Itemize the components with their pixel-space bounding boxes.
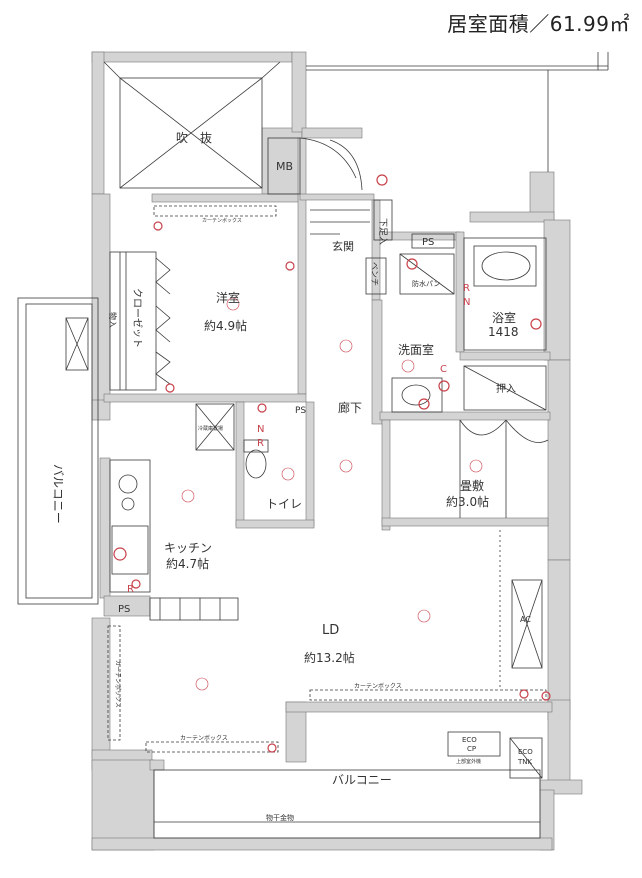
waterproof-pan-label: 防水パン xyxy=(412,279,440,288)
curtain-box-label-4: カーテンボックス xyxy=(114,660,122,708)
svg-text:N: N xyxy=(257,424,264,435)
ps-kitchen-label: PS xyxy=(118,604,130,615)
ps-hall-label: PS xyxy=(295,406,306,416)
eco-note: 上部室外機 xyxy=(456,758,481,765)
shoe-box-label: 下足入 xyxy=(377,218,388,245)
entrance-label: 玄関 xyxy=(332,239,354,253)
fridge-label: 冷蔵庫置場 xyxy=(198,425,223,432)
eco-tnk-line1: ECO xyxy=(518,748,533,756)
tatami-label: 畳敷 xyxy=(460,478,484,493)
tatami-size: 約3.0帖 xyxy=(446,494,489,509)
ceiling-lights xyxy=(181,297,483,691)
western-room-size: 約4.9帖 xyxy=(204,318,247,333)
bath-size: 1418 xyxy=(488,325,519,339)
kitchen-size: 約4.7帖 xyxy=(166,556,209,571)
curtain-box-label-3: カーテンボックス xyxy=(180,734,228,742)
walls xyxy=(91,51,583,851)
atrium-label: 吹 抜 xyxy=(176,131,212,145)
electrical-marks xyxy=(113,174,551,753)
eco-cp-line2: CP xyxy=(467,745,476,753)
ld-size: 約13.2帖 xyxy=(304,650,355,665)
floor-area-label: 居室面積／61.99㎡ xyxy=(447,12,630,36)
balcony-bottom-label: バルコニー xyxy=(332,773,392,787)
closet-label: クローゼット xyxy=(131,288,143,348)
ac-label: AC xyxy=(520,615,531,624)
kitchen-label: キッチン xyxy=(164,541,212,555)
ld-label: LD xyxy=(322,623,339,638)
svg-text:R: R xyxy=(463,283,470,294)
svg-text:N: N xyxy=(463,297,470,308)
washroom-label: 洗面室 xyxy=(398,342,434,357)
room-labels: 吹 抜 MB 洋室 約4.9帖 クローゼット 物入 玄関 下足入 ベンチ PS … xyxy=(51,131,533,822)
curtain-box-label-1: カーテンボックス xyxy=(202,217,242,224)
plan-lines xyxy=(17,52,609,839)
storage-right-label: 押入 xyxy=(496,382,516,395)
ps-top-label: PS xyxy=(422,237,434,248)
svg-text:C: C xyxy=(440,364,447,375)
svg-text:R: R xyxy=(127,584,134,595)
toilet-label: トイレ xyxy=(266,497,302,511)
curtain-box-label-2: カーテンボックス xyxy=(354,682,402,690)
western-room-label: 洋室 xyxy=(216,290,240,305)
balcony-left-label: バルコニー xyxy=(51,464,65,524)
bench-label: ベンチ xyxy=(370,262,379,286)
eco-tnk-line2: TNK xyxy=(517,758,533,766)
mb-label: MB xyxy=(276,160,293,173)
eco-cp-line1: ECO xyxy=(462,736,477,744)
bath-label: 浴室 xyxy=(492,310,516,325)
svg-text:R: R xyxy=(257,438,264,449)
hallway-label: 廊下 xyxy=(338,400,362,415)
accent-letters: R N C N R R xyxy=(127,283,470,595)
storage-small-label: 物入 xyxy=(108,312,118,328)
laundry-bar-label: 物干金物 xyxy=(266,813,294,822)
